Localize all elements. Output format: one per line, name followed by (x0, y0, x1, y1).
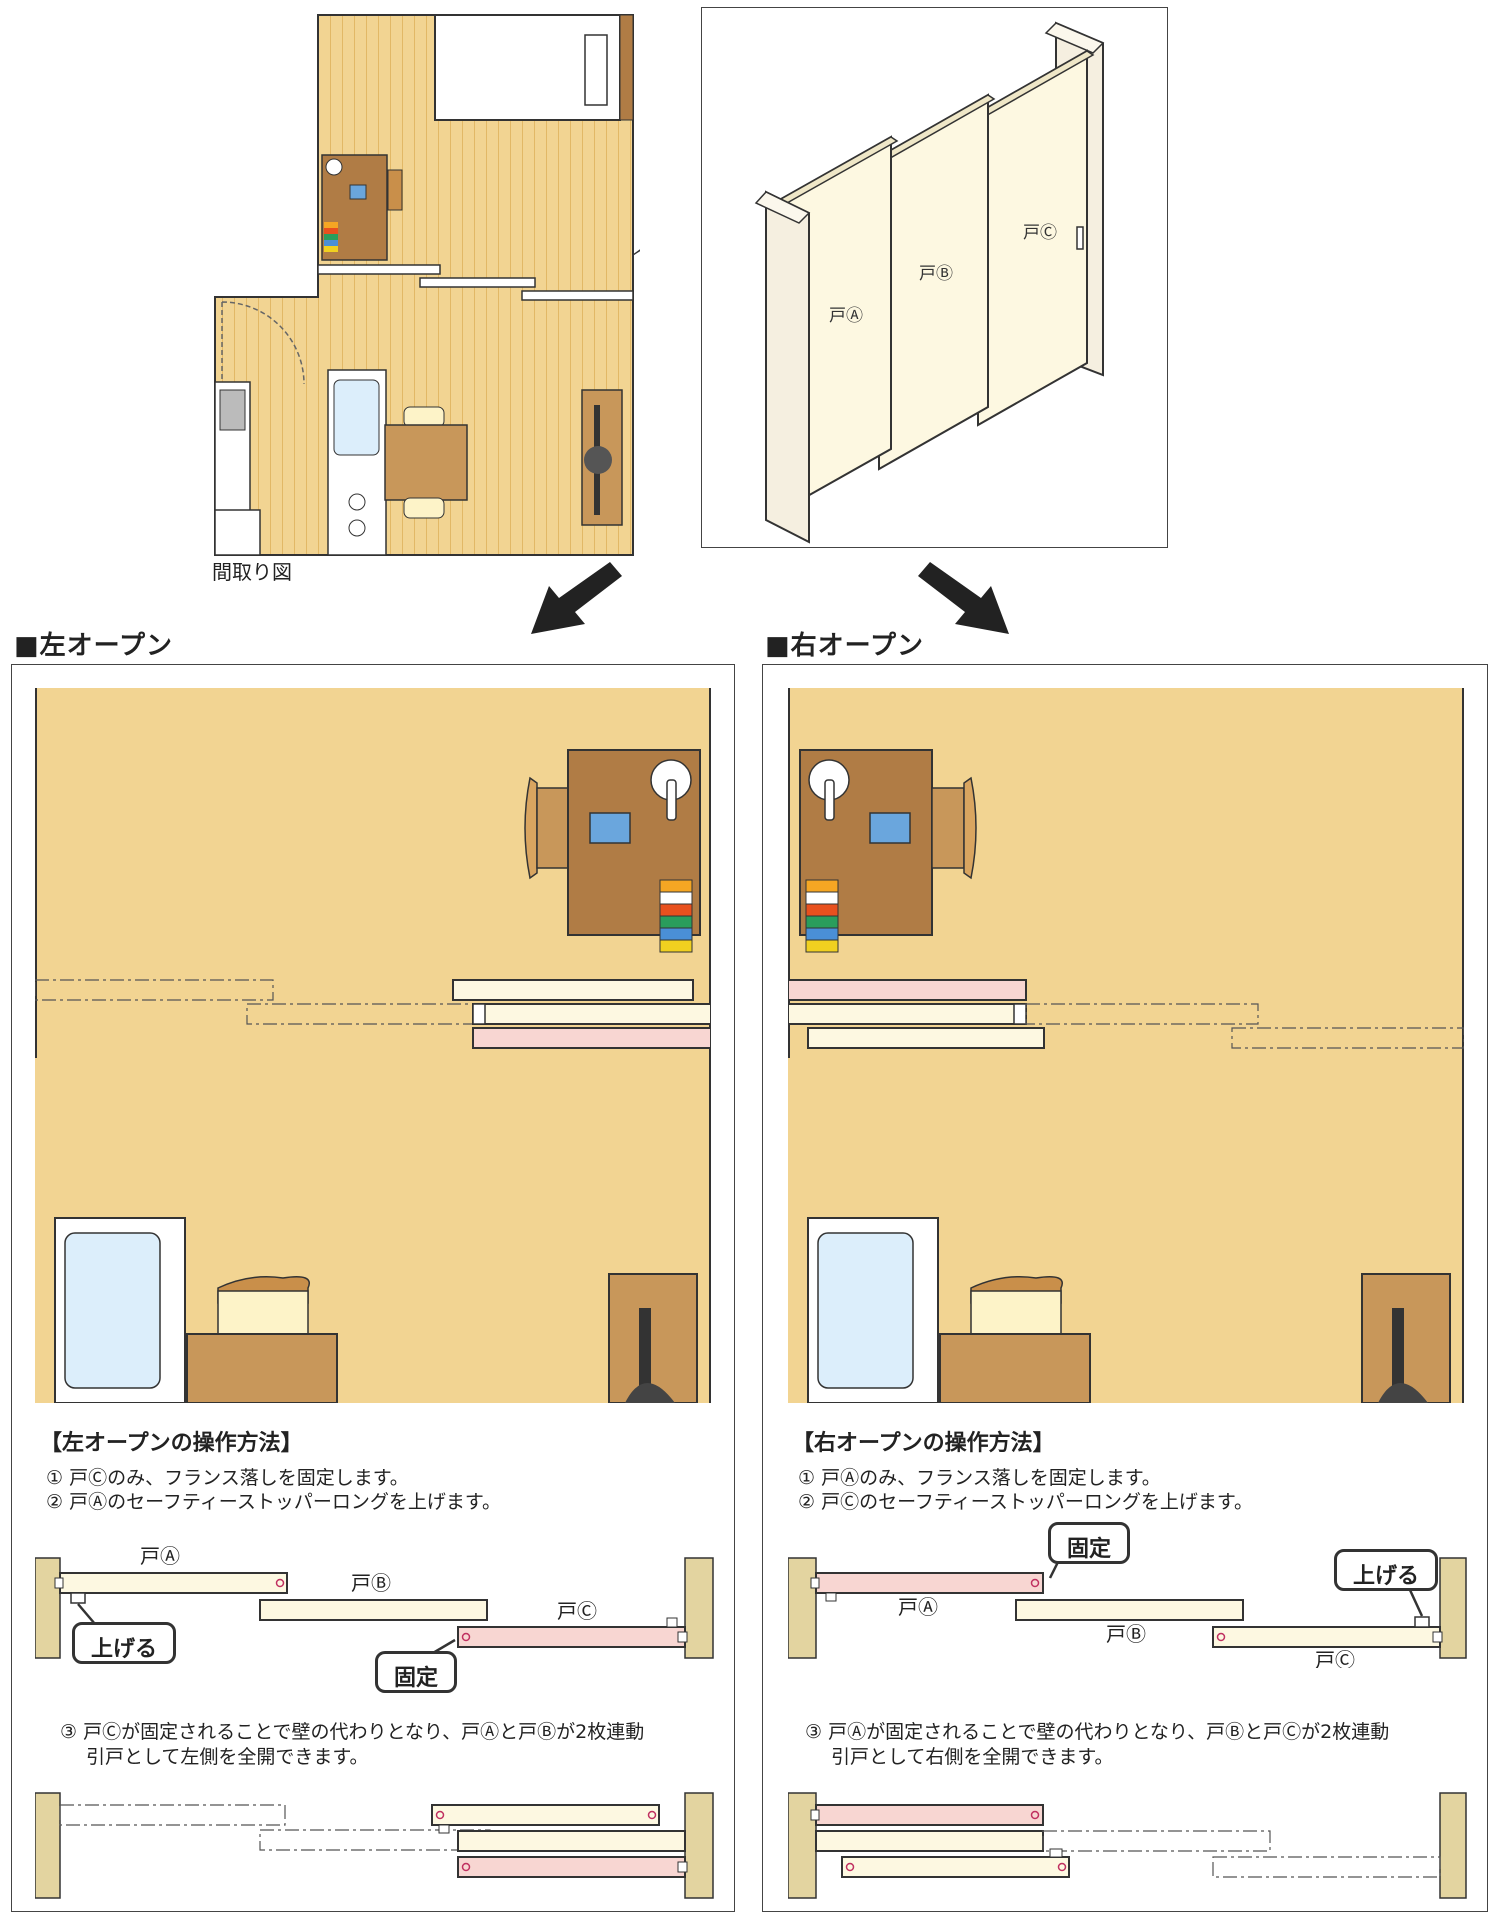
dining-table (384, 424, 468, 501)
right-step-diagram: 戸Ⓐ 戸Ⓑ 戸Ⓒ (788, 1551, 1467, 1668)
left-room-illustration (35, 688, 711, 1403)
left-result-diagram (35, 1792, 714, 1899)
right-step-3-line2: 引戸として右側を全開できます。 (831, 1746, 1114, 1768)
right-door-a-label: 戸Ⓐ (898, 1595, 938, 1619)
right-open-heading: ■右オープン (765, 631, 925, 661)
door-c-3d-label: 戸Ⓒ (1023, 223, 1057, 243)
floorplan-caption: 間取り図 (212, 560, 292, 584)
right-method-title: 【右オープンの操作方法】 (792, 1431, 1055, 1456)
left-lift-callout: 上げる (72, 1622, 176, 1664)
left-open-heading: ■左オープン (14, 631, 174, 661)
right-step-1: ① 戸Ⓐのみ、フランス落しを固定します。 (798, 1467, 1161, 1489)
left-step-1: ① 戸Ⓒのみ、フランス落しを固定します。 (46, 1467, 409, 1489)
arrow-down-left-icon (531, 562, 622, 634)
right-step-2: ② 戸Ⓒのセーフティーストッパーロングを上げます。 (798, 1491, 1253, 1513)
arrow-down-right-icon (918, 562, 1009, 634)
left-step-3-line1: ③ 戸Ⓒが固定されることで壁の代わりとなり、戸Ⓐと戸Ⓑが2枚連動 (60, 1721, 645, 1743)
doors-3d-illustration: 戸Ⓐ 戸Ⓑ 戸Ⓒ (754, 21, 1105, 544)
right-room-illustration (788, 688, 1464, 1403)
left-step-diagram: 戸Ⓐ 戸Ⓑ 戸Ⓒ (35, 1544, 714, 1659)
left-step-2: ② 戸Ⓐのセーフティーストッパーロングを上げます。 (46, 1491, 501, 1513)
right-fix-callout: 固定 (1048, 1522, 1130, 1564)
left-door-c-label: 戸Ⓒ (557, 1599, 597, 1623)
left-door-b-label: 戸Ⓑ (351, 1571, 391, 1595)
left-step-3-line2: 引戸として左側を全開できます。 (86, 1746, 369, 1768)
right-door-c-label: 戸Ⓒ (1315, 1648, 1355, 1668)
left-fix-callout: 固定 (375, 1651, 457, 1693)
left-method-title: 【左オープンの操作方法】 (40, 1431, 303, 1456)
door-b-3d-label: 戸Ⓑ (919, 264, 953, 284)
floor-plan (214, 14, 640, 556)
right-door-b-label: 戸Ⓑ (1106, 1622, 1146, 1646)
right-result-diagram (788, 1792, 1467, 1899)
right-lift-callout: 上げる (1334, 1549, 1438, 1591)
left-door-a-label: 戸Ⓐ (140, 1544, 180, 1568)
door-a-3d-label: 戸Ⓐ (829, 306, 863, 326)
right-step-3-line1: ③ 戸Ⓐが固定されることで壁の代わりとなり、戸Ⓑと戸Ⓒが2枚連動 (805, 1721, 1390, 1743)
